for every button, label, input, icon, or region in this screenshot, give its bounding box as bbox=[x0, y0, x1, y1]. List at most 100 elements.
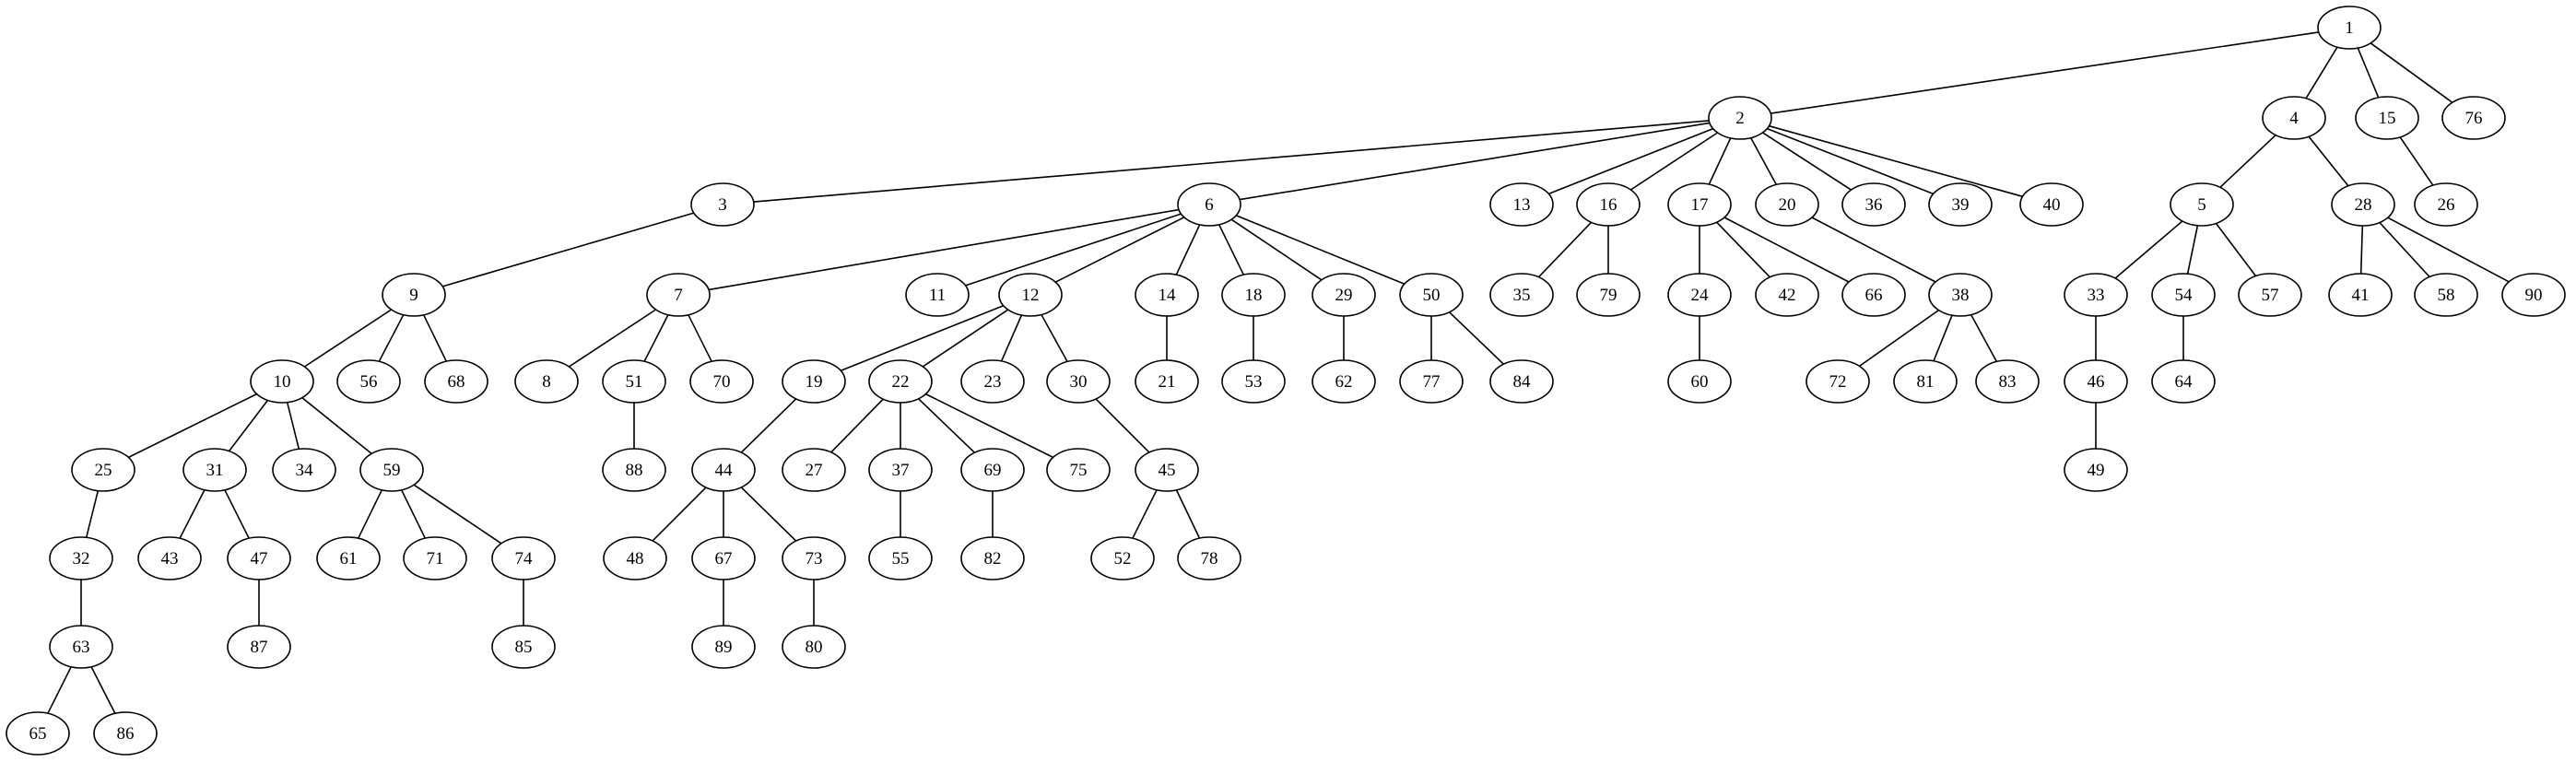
node-label: 34 bbox=[296, 461, 314, 480]
node-ellipse bbox=[2414, 273, 2478, 317]
node-62: 62 bbox=[1312, 359, 1376, 404]
node-19: 19 bbox=[782, 359, 846, 404]
node-28: 28 bbox=[2331, 182, 2395, 227]
node-1: 1 bbox=[2317, 6, 2382, 50]
edge-63-86 bbox=[90, 666, 116, 714]
edge-2-16 bbox=[1629, 132, 1719, 191]
edge-10-31 bbox=[228, 400, 269, 451]
node-label: 81 bbox=[1917, 372, 1935, 392]
node-50: 50 bbox=[1399, 273, 1464, 317]
node-ellipse bbox=[6, 711, 70, 756]
node-35: 35 bbox=[1489, 273, 1554, 317]
edge-19-44 bbox=[740, 398, 797, 453]
node-label: 79 bbox=[1600, 286, 1617, 305]
node-label: 8 bbox=[542, 372, 551, 392]
node-label: 39 bbox=[1952, 195, 1970, 215]
node-label: 32 bbox=[73, 549, 90, 569]
edge-25-32 bbox=[85, 490, 100, 538]
node-ellipse bbox=[1928, 182, 1993, 227]
node-48: 48 bbox=[603, 536, 667, 580]
node-81: 81 bbox=[1893, 359, 1958, 404]
node-16: 16 bbox=[1576, 182, 1641, 227]
node-15: 15 bbox=[2355, 96, 2419, 140]
node-label: 62 bbox=[1335, 372, 1353, 392]
edge-17-66 bbox=[1723, 217, 1850, 283]
node-ellipse bbox=[1399, 273, 1464, 317]
node-ellipse bbox=[491, 536, 556, 580]
node-ellipse bbox=[2355, 96, 2419, 140]
node-ellipse bbox=[1806, 359, 1870, 404]
node-ellipse bbox=[1576, 182, 1641, 227]
node-2: 2 bbox=[1708, 96, 1772, 140]
node-ellipse bbox=[690, 182, 755, 227]
node-61: 61 bbox=[316, 536, 381, 580]
node-ellipse bbox=[1312, 273, 1376, 317]
edge-20-38 bbox=[1811, 217, 1936, 283]
node-label: 29 bbox=[1335, 286, 1353, 305]
node-label: 52 bbox=[1114, 549, 1132, 569]
node-ellipse bbox=[227, 625, 291, 669]
node-ellipse bbox=[691, 625, 756, 669]
node-49: 49 bbox=[2064, 448, 2128, 492]
node-ellipse bbox=[2328, 273, 2393, 317]
edge-22-27 bbox=[830, 398, 884, 453]
node-label: 38 bbox=[1952, 286, 1970, 305]
node-ellipse bbox=[49, 536, 113, 580]
node-label: 24 bbox=[1691, 286, 1710, 305]
node-label: 18 bbox=[1245, 286, 1263, 305]
edge-15-26 bbox=[2399, 136, 2434, 186]
node-label: 27 bbox=[806, 461, 823, 480]
node-ellipse bbox=[1489, 273, 1554, 317]
node-ellipse bbox=[998, 273, 1063, 317]
node-63: 63 bbox=[49, 625, 113, 669]
node-ellipse bbox=[603, 536, 667, 580]
node-ellipse bbox=[1667, 359, 1732, 404]
node-ellipse bbox=[1135, 359, 1199, 404]
node-ellipse bbox=[2238, 273, 2302, 317]
edge-1-15 bbox=[2357, 47, 2380, 99]
node-ellipse bbox=[782, 625, 846, 669]
node-52: 52 bbox=[1090, 536, 1155, 580]
edge-59-61 bbox=[357, 489, 383, 539]
node-21: 21 bbox=[1135, 359, 1199, 404]
node-label: 3 bbox=[718, 195, 727, 215]
edge-12-30 bbox=[1041, 314, 1068, 362]
node-31: 31 bbox=[182, 448, 247, 492]
node-ellipse bbox=[2331, 182, 2395, 227]
node-label: 41 bbox=[2352, 286, 2370, 305]
node-label: 67 bbox=[715, 549, 733, 569]
node-ellipse bbox=[1576, 273, 1641, 317]
edge-2-20 bbox=[1749, 137, 1778, 185]
edge-1-76 bbox=[2370, 42, 2453, 103]
node-label: 16 bbox=[1600, 195, 1617, 215]
node-13: 13 bbox=[1489, 182, 1554, 227]
node-label: 46 bbox=[2088, 372, 2105, 392]
node-ellipse bbox=[960, 448, 1025, 492]
node-label: 86 bbox=[117, 724, 135, 744]
node-ellipse bbox=[336, 359, 401, 404]
node-label: 17 bbox=[1691, 195, 1709, 215]
edge-38-81 bbox=[1933, 314, 1953, 362]
node-label: 51 bbox=[626, 372, 643, 392]
node-56: 56 bbox=[336, 359, 401, 404]
edge-9-10 bbox=[303, 309, 393, 368]
node-label: 5 bbox=[2197, 195, 2206, 215]
node-label: 59 bbox=[383, 461, 401, 480]
node-7: 7 bbox=[646, 273, 711, 317]
node-label: 26 bbox=[2438, 195, 2455, 215]
node-53: 53 bbox=[1221, 359, 1286, 404]
node-77: 77 bbox=[1399, 359, 1464, 404]
edge-5-54 bbox=[2186, 225, 2199, 275]
node-label: 31 bbox=[206, 461, 224, 480]
node-label: 33 bbox=[2088, 286, 2105, 305]
edge-6-18 bbox=[1217, 224, 1245, 275]
edge-5-57 bbox=[2215, 223, 2257, 276]
node-label: 9 bbox=[409, 286, 418, 305]
node-label: 69 bbox=[984, 461, 1002, 480]
node-label: 63 bbox=[73, 638, 90, 657]
node-label: 78 bbox=[1201, 549, 1218, 569]
node-label: 88 bbox=[626, 461, 643, 480]
node-ellipse bbox=[1489, 182, 1554, 227]
node-64: 64 bbox=[2151, 359, 2216, 404]
edge-10-59 bbox=[301, 396, 372, 455]
